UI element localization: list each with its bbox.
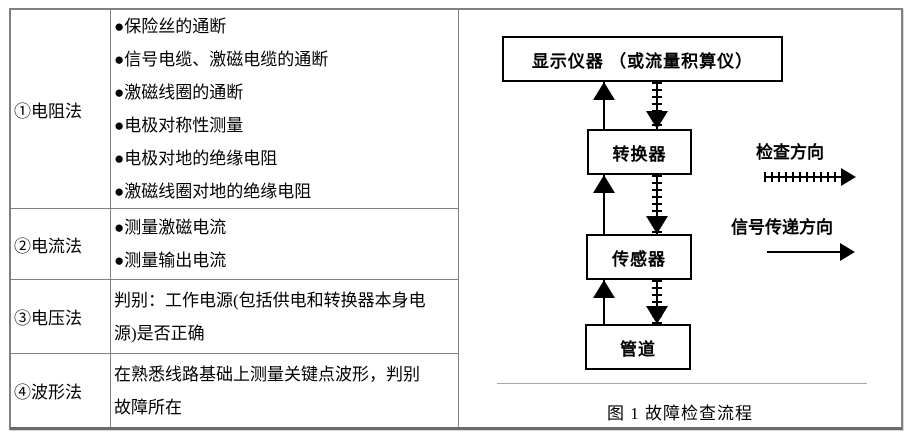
check-direction-label: 检查方向 <box>756 143 824 162</box>
signal-up-arrow-icon <box>593 82 615 129</box>
bullet-item: ●测量输出电流 <box>114 251 227 270</box>
flow-node-display-instrument: 显示仪器 （或流量积算仪） <box>502 36 783 82</box>
bullet-item: ●电极对称性测量 <box>114 116 244 135</box>
flowchart-panel: 显示仪器 （或流量积算仪） 转换器 传感器 管道 检查方向 <box>459 10 901 427</box>
flow-node-label: 传感器 <box>612 249 666 269</box>
flow-node-pipe: 管道 <box>585 324 691 370</box>
method-label: ③电压法 <box>14 309 82 328</box>
flow-node-label: 显示仪器 （或流量积算仪） <box>531 51 754 71</box>
method-cell-current: ②电流法 <box>11 209 111 280</box>
voltage-text-cell: 判别：工作电源(包括供电和转换器本身电源)是否正确 <box>111 280 458 354</box>
flow-node-sensor: 传感器 <box>586 234 692 280</box>
check-down-dashed-arrow-icon <box>646 82 668 129</box>
figure-caption: 图 1 故障检查流程 <box>607 404 753 423</box>
bullet-item: ●测量激磁电流 <box>114 218 227 237</box>
signal-up-arrow-icon <box>593 175 615 234</box>
bullet-item: ●保险丝的通断 <box>114 17 227 36</box>
check-down-dashed-arrow-icon <box>646 175 668 234</box>
resistance-items-cell: ●保险丝的通断 ●信号电缆、激磁电缆的通断 ●激磁线圈的通断 ●电极对称性测量 … <box>111 10 458 209</box>
current-items-cell: ●测量激磁电流 ●测量输出电流 <box>111 209 458 280</box>
caption-divider <box>497 383 867 384</box>
signal-up-arrow-icon <box>593 280 615 324</box>
check-down-dashed-arrow-icon <box>646 280 668 324</box>
method-label: ①电阻法 <box>14 101 82 121</box>
flow-node-label: 管道 <box>620 339 656 359</box>
flow-node-converter: 转换器 <box>587 129 692 175</box>
content-frame: ①电阻法 ●保险丝的通断 ●信号电缆、激磁电缆的通断 ●激磁线圈的通断 ●电极对… <box>9 8 903 430</box>
signal-direction-arrow-icon <box>767 243 855 261</box>
method-cell-resistance: ①电阻法 <box>11 10 111 209</box>
bullet-item: ●激磁线圈的通断 <box>114 83 244 102</box>
method-cell-waveform: ④波形法 <box>11 354 111 427</box>
methods-table: ①电阻法 ●保险丝的通断 ●信号电缆、激磁电缆的通断 ●激磁线圈的通断 ●电极对… <box>11 10 459 427</box>
bullet-item: ●激磁线圈对地的绝缘电阻 <box>114 182 312 201</box>
method-label: ④波形法 <box>14 383 82 402</box>
method-description: 在熟悉线路基础上测量关键点波形，判别故障所在 <box>114 364 420 417</box>
method-description: 判别：工作电源(包括供电和转换器本身电源)是否正确 <box>114 290 426 343</box>
bullet-item: ●电极对地的绝缘电阻 <box>114 149 278 168</box>
flow-node-label: 转换器 <box>612 144 667 164</box>
check-direction-dashed-arrow-icon <box>764 168 856 186</box>
method-label: ②电流法 <box>14 236 82 256</box>
method-cell-voltage: ③电压法 <box>11 280 111 354</box>
signal-direction-label: 信号传递方向 <box>731 218 833 237</box>
bullet-item: ●信号电缆、激磁电缆的通断 <box>114 50 329 69</box>
waveform-text-cell: 在熟悉线路基础上测量关键点波形，判别故障所在 <box>111 354 458 427</box>
